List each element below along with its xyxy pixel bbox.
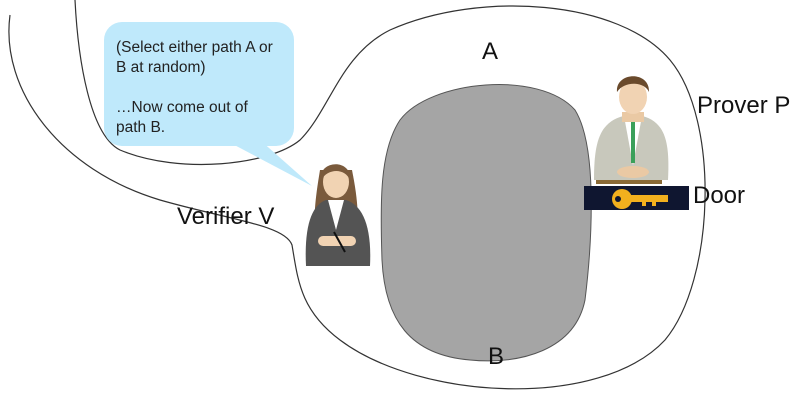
speech-bubble xyxy=(104,22,294,146)
cave-path-outline xyxy=(8,0,706,390)
path-a-label: A xyxy=(482,38,499,65)
bubble-line-3: …Now come out of xyxy=(116,99,248,116)
key-icon xyxy=(612,189,668,209)
path-b-label: B xyxy=(488,343,505,370)
verifier-label: Verifier V xyxy=(177,203,275,230)
bubble-line-1: (Select either path A or xyxy=(116,39,273,56)
speech-bubble-text: (Select either path A or B at random) …N… xyxy=(116,38,273,138)
verifier-figure xyxy=(305,164,371,266)
bubble-line-4: path B. xyxy=(116,119,166,136)
speech-bubble-tail xyxy=(225,140,312,186)
bubble-line-2: B at random) xyxy=(116,59,206,76)
prover-label: Prover P xyxy=(697,92,791,119)
prover-figure xyxy=(594,76,669,184)
cave-rock xyxy=(380,84,592,362)
door-label: Door xyxy=(693,182,746,209)
